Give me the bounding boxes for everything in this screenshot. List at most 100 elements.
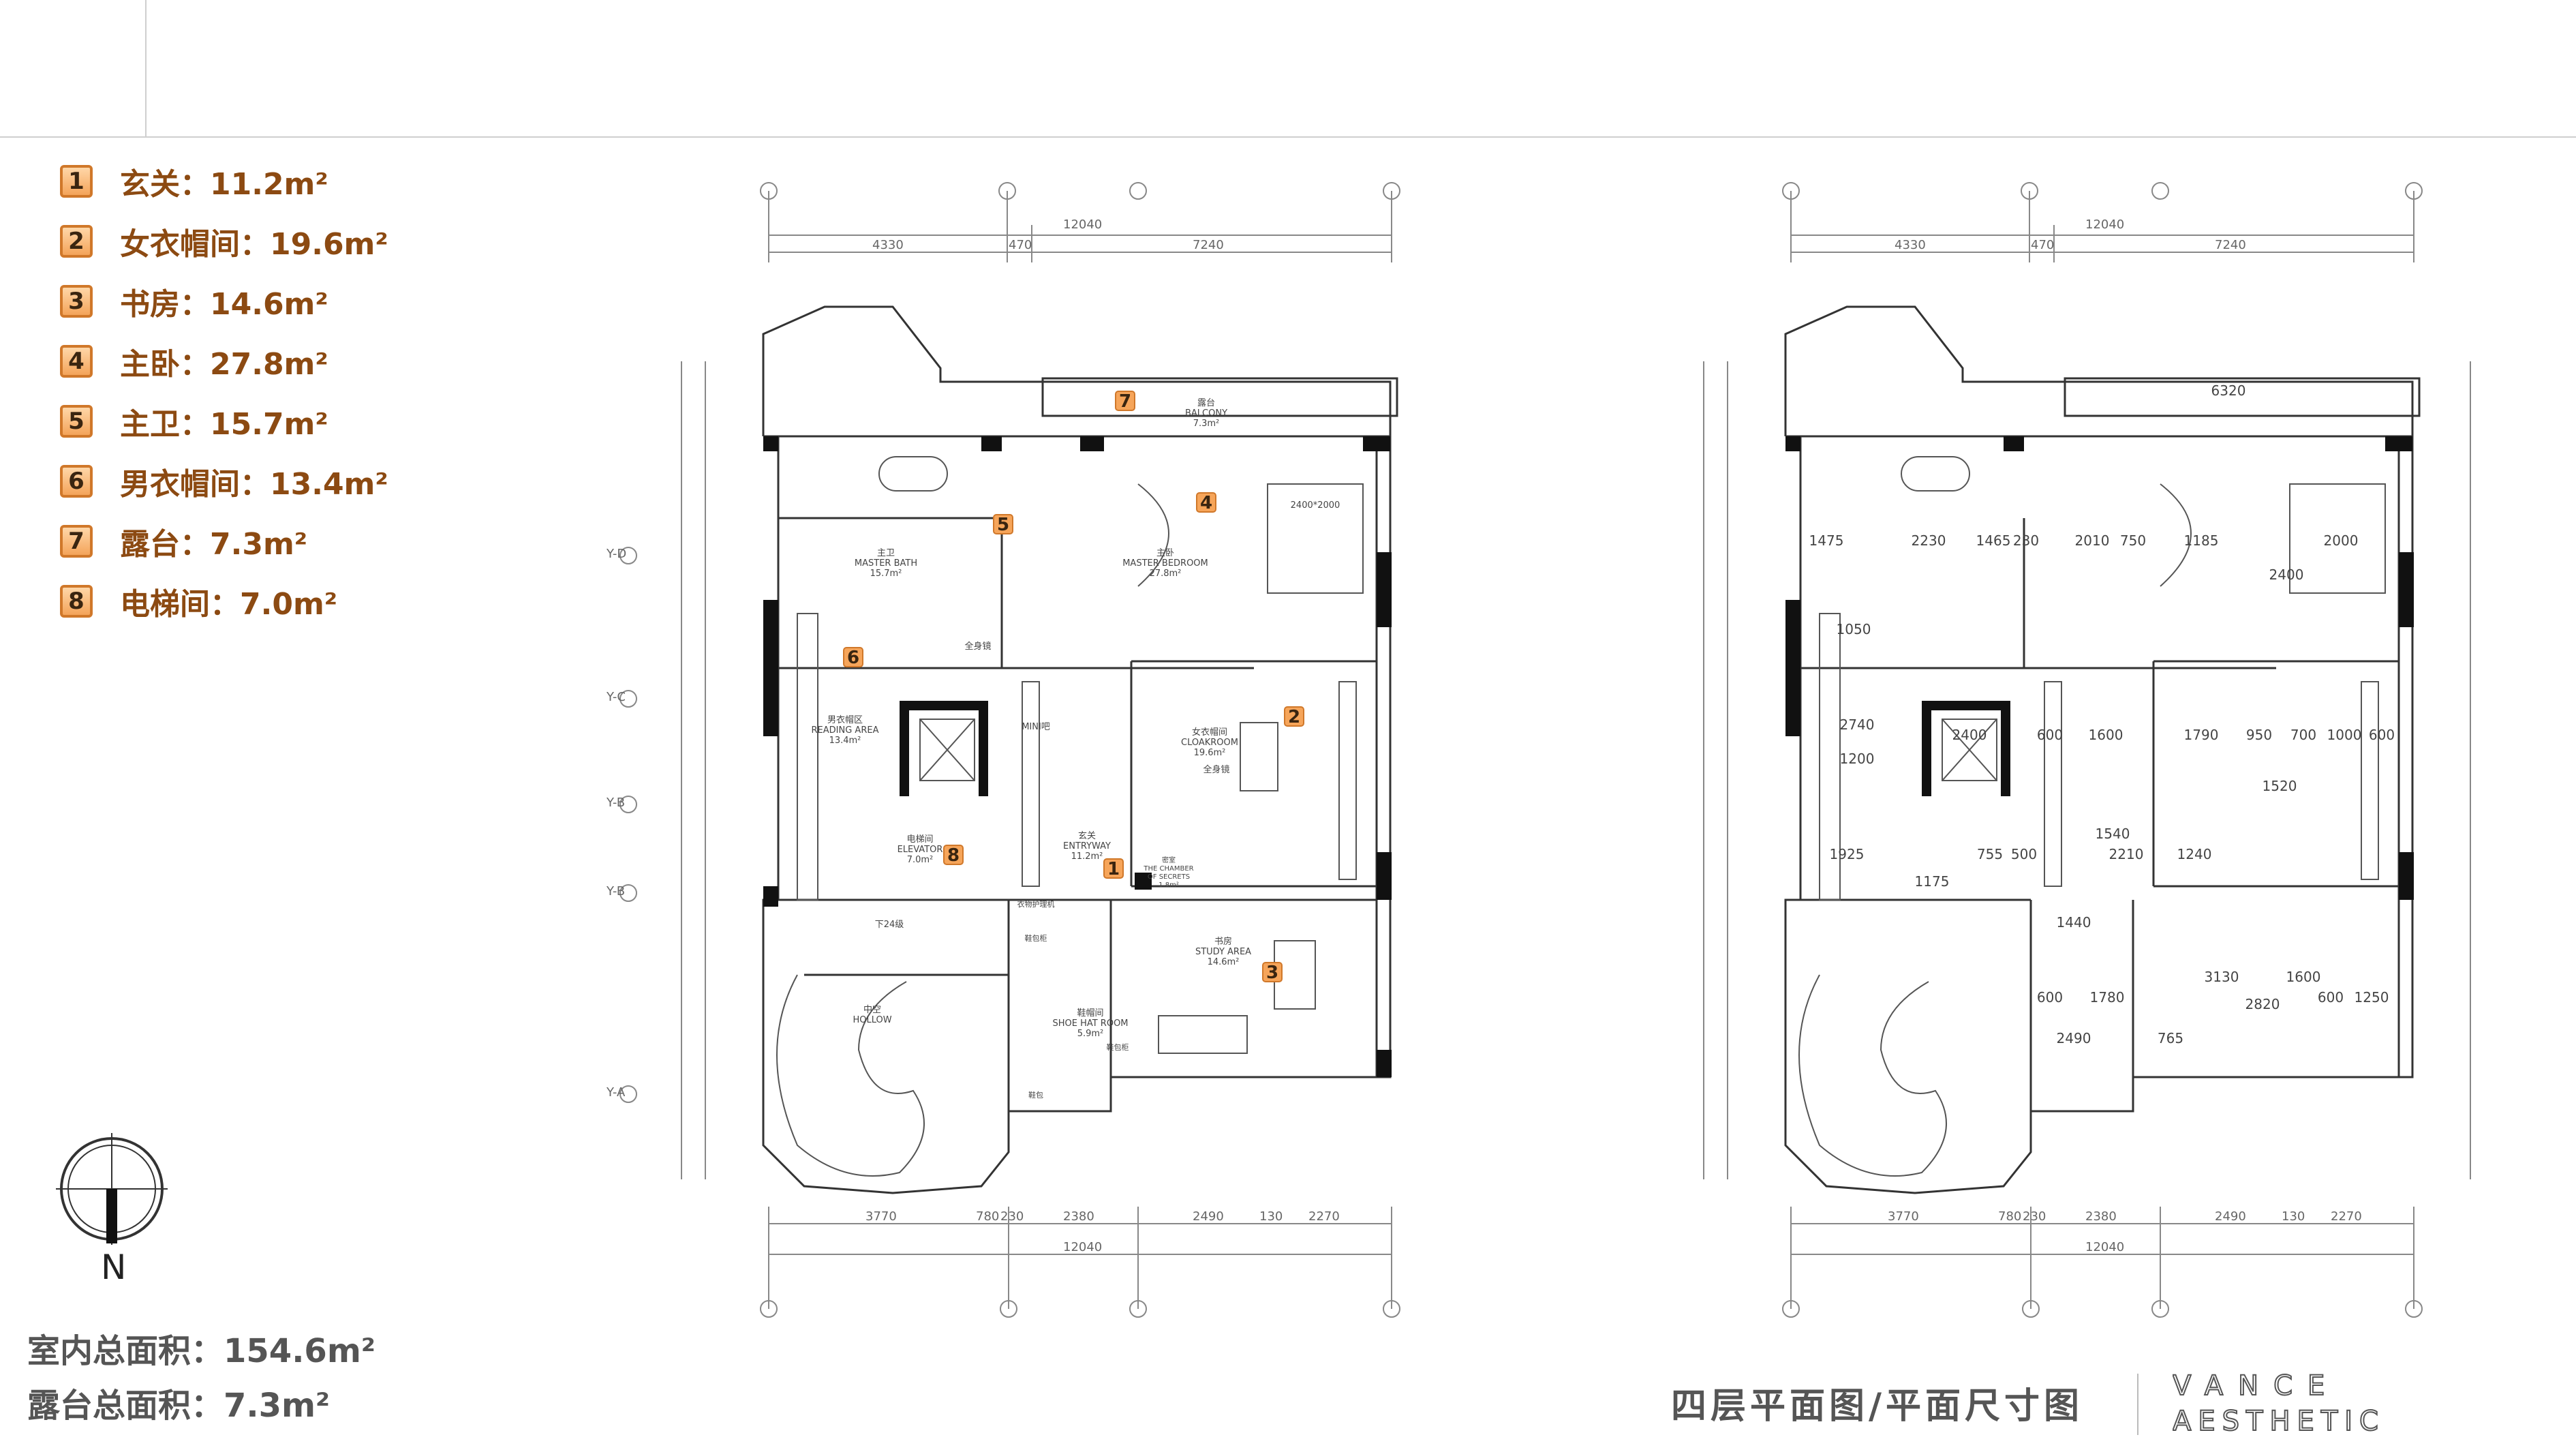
dimension-label: 12040 xyxy=(1063,1240,1102,1254)
room-number-badge: 6 xyxy=(60,465,93,498)
legend-label: 玄关：11.2m² xyxy=(120,167,328,202)
dimension-label: 755 xyxy=(1977,846,2003,862)
legend-label: 露台：7.3m² xyxy=(120,527,308,562)
legend-label: 书房：14.6m² xyxy=(120,287,328,322)
room-number-badge: 1 xyxy=(1107,859,1120,879)
dimension-label: 230 xyxy=(2023,1209,2046,1224)
dimension-label: 230 xyxy=(1000,1209,1024,1224)
room-number-badge: 3 xyxy=(1266,963,1278,983)
dimension-label: 2010 xyxy=(2075,532,2110,549)
cabinet-label: 衣物护理机 xyxy=(1017,899,1055,909)
legend-label: 电梯间：7.0m² xyxy=(120,587,338,622)
legend-item: 5 主卫：15.7m² xyxy=(60,391,388,451)
room-number-badge: 1 xyxy=(60,165,93,198)
room-area: 5.9m² xyxy=(1077,1029,1104,1039)
room-label-cn: 书房 xyxy=(1214,936,1232,947)
dimension-label: 750 xyxy=(2120,532,2146,549)
dimension-label: 780 xyxy=(1998,1209,2021,1224)
room-area: 14.6m² xyxy=(1208,957,1240,967)
room-label-cn: 主卧 xyxy=(1156,548,1174,558)
dimension-label: 1175 xyxy=(1915,873,1950,890)
indoor-total-area: 室内总面积：154.6m² xyxy=(27,1332,375,1370)
room-label-en: MASTER BEDROOM xyxy=(1122,558,1208,569)
room-label-en: OF SECRETS xyxy=(1148,873,1190,881)
dimension-label: 7240 xyxy=(2215,238,2246,252)
dimension-label: 1520 xyxy=(2263,778,2297,794)
dimension-label: 2490 xyxy=(2215,1209,2246,1224)
dimension-label: 7240 xyxy=(1193,238,1224,252)
room-label-en: THE CHAMBER xyxy=(1143,865,1193,873)
dimension-label: 2380 xyxy=(1063,1209,1094,1224)
room-label-cn: 鞋帽间 xyxy=(1077,1008,1103,1018)
room-number-badge: 7 xyxy=(1119,391,1131,412)
dimension-label: 765 xyxy=(2158,1030,2183,1046)
legend-item: 1 玄关：11.2m² xyxy=(60,151,388,211)
room-number-badge: 7 xyxy=(60,525,93,558)
brand-logo: VANCE AESTHETIC xyxy=(2173,1370,2379,1436)
dimension-label: 2400 xyxy=(1952,727,1987,743)
dimension-label: 3770 xyxy=(865,1209,897,1224)
room-number-badge: 5 xyxy=(997,515,1009,535)
bar-label: MINI吧 xyxy=(1022,722,1050,732)
dimension-label: 2270 xyxy=(1308,1209,1340,1224)
room-number-badge: 5 xyxy=(60,405,93,438)
dimension-label: 1600 xyxy=(2286,969,2321,985)
room-label-cn: 女衣帽间 xyxy=(1192,727,1227,738)
room-number-badge: 3 xyxy=(60,285,93,318)
dimension-label: 1185 xyxy=(2184,532,2219,549)
legend-item: 6 男衣帽间：13.4m² xyxy=(60,451,388,511)
room-label-en: ELEVATOR xyxy=(898,845,943,855)
dimension-label: 12040 xyxy=(2085,217,2124,232)
area-totals: 室内总面积：154.6m² 露台总面积：7.3m² xyxy=(27,1324,375,1433)
legend-label: 主卧：27.8m² xyxy=(120,347,328,382)
legend-label: 女衣帽间：19.6m² xyxy=(120,227,388,262)
room-area: 1.8m² xyxy=(1159,881,1179,889)
furniture-size-label: 2400*2000 xyxy=(1291,500,1340,511)
dimension-label: 1240 xyxy=(2177,846,2212,862)
room-label-en: READING AREA xyxy=(812,725,879,736)
room-area: 7.0m² xyxy=(907,855,934,865)
dimension-label: 130 xyxy=(1259,1209,1283,1224)
floor-plan-annotated: 12040 4330 470 7240 3770 780 230 2380 24… xyxy=(606,182,1400,1318)
dimension-label: 2380 xyxy=(2085,1209,2117,1224)
room-area: 19.6m² xyxy=(1194,748,1226,758)
room-label-cn: 玄关 xyxy=(1078,831,1096,841)
dimension-label: 500 xyxy=(2011,846,2037,862)
dimension-label: 600 xyxy=(2037,989,2063,1006)
legend-item: 7 露台：7.3m² xyxy=(60,511,388,571)
dimension-label: 1600 xyxy=(2089,727,2123,743)
room-label-cn: 男衣帽区 xyxy=(827,714,863,725)
compass-north-label: N xyxy=(101,1248,127,1287)
dimension-label: 2270 xyxy=(2331,1209,2362,1224)
legend-label: 男衣帽间：13.4m² xyxy=(120,467,388,502)
stair-label: 下24级 xyxy=(875,920,904,930)
mirror-label: 全身镜 xyxy=(964,641,991,652)
legend-label: 主卫：15.7m² xyxy=(120,407,328,442)
room-area: 13.4m² xyxy=(829,736,861,746)
room-number-badge: 2 xyxy=(60,225,93,258)
north-arrow-icon xyxy=(56,1133,168,1245)
room-label-en: HOLLOW xyxy=(853,1015,891,1025)
dimension-label: 2740 xyxy=(1840,716,1875,733)
room-label-cn: 露台 xyxy=(1197,398,1215,408)
dimension-label: 12040 xyxy=(1063,217,1102,232)
cabinet-label: 鞋包柜 xyxy=(1025,933,1047,943)
room-area: 15.7m² xyxy=(870,569,902,579)
dimension-label: 600 xyxy=(2318,989,2344,1006)
dimension-label: 4330 xyxy=(1895,238,1926,252)
room-number-badge: 6 xyxy=(847,648,859,668)
dimension-label: 1050 xyxy=(1837,621,1871,637)
room-number-badge: 8 xyxy=(947,845,960,866)
dimension-label: 2210 xyxy=(2109,846,2144,862)
room-label-en: STUDY AREA xyxy=(1195,947,1251,957)
dimension-label: 2000 xyxy=(2324,532,2359,549)
dimension-label: 1790 xyxy=(2184,727,2219,743)
header-divider xyxy=(145,0,147,136)
room-label-cn: 中空 xyxy=(863,1005,881,1015)
axis-label: Y-C xyxy=(606,690,626,704)
dimension-label: 2230 xyxy=(1912,532,1946,549)
room-number-badge: 8 xyxy=(60,585,93,618)
axis-label: Y-B xyxy=(606,884,625,898)
